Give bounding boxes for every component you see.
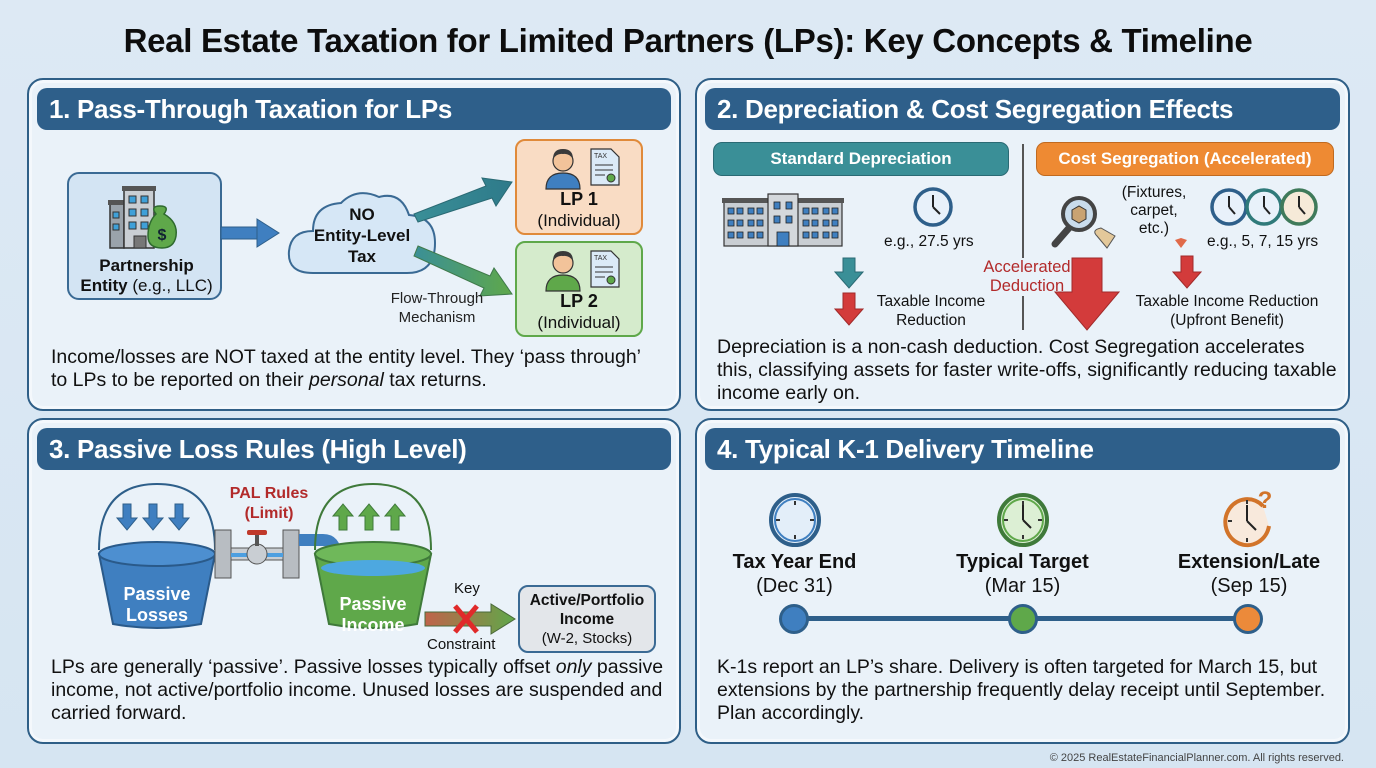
active-line2: Income [559,611,615,628]
clock-icon [997,493,1049,547]
entity-label-line1: Partnership [99,256,194,275]
arrow-down-teal-icon [833,257,865,289]
timeline-node-sep15 [1233,604,1263,634]
key-label: Key [454,580,480,597]
divider [1022,144,1024,330]
lp2-name: LP 2 [560,291,598,311]
standard-result-line1: Taxable Income [876,293,986,310]
doc-label: TAX [594,255,607,262]
costseg-result-line2: (Upfront Benefit) [1170,312,1284,329]
panel-header-passive-loss: 3. Passive Loss Rules (High Level) [37,428,671,470]
panel-passive-loss: 3. Passive Loss Rules (High Level) Passi… [27,418,681,744]
standard-result-line2: Reduction [896,312,966,329]
milestone-label: Typical Target [956,551,1089,573]
lp2-box: TAX LP 2 (Individual) [515,241,643,337]
cost-segregation-label: Cost Segregation (Accelerated) [1036,142,1334,176]
panel-depreciation: 2. Depreciation & Cost Segregation Effec… [695,78,1350,411]
clock-icon [913,187,953,227]
lp2-type: (Individual) [537,313,621,332]
passive-income-bucket-icon [313,482,433,629]
milestone-date: (Dec 31) [756,575,833,597]
active-line3: (W-2, Stocks) [541,630,633,647]
building-money-icon: $ [108,186,177,249]
lp1-name: LP 1 [560,189,598,209]
svg-text:$: $ [158,227,167,244]
active-line1: Active/Portfolio [529,592,645,609]
blocked-arrow-icon [424,603,516,635]
costseg-period: e.g., 5, 7, 15 yrs [1207,233,1319,250]
clock-question-icon: ? [1223,487,1273,548]
costseg-result-line1: Taxable Income Reduction [1135,293,1319,310]
entity-label-bold: Entity [80,276,128,295]
passive-loss-description: LPs are generally ‘passive’. Passive los… [51,656,666,725]
accelerated-label-line1: Accelerated [983,258,1071,276]
flow-arrow-up-icon [413,177,513,223]
costseg-items-line3: etc.) [1138,220,1170,237]
pass-through-description: Income/losses are NOT taxed at the entit… [51,346,661,392]
active-income-box: Active/Portfolio Income (W-2, Stocks) [518,585,656,653]
timeline-node-dec31 [779,604,809,634]
cloud-text-line3: Tax [347,247,377,266]
copyright-footer: © 2025 RealEstateFinancialPlanner.com. A… [1049,752,1344,764]
lp1-type: (Individual) [537,211,621,230]
panel-k1-timeline: 4. Typical K-1 Delivery Timeline Tax Yea… [695,418,1350,744]
panel-header-depreciation: 2. Depreciation & Cost Segregation Effec… [705,88,1340,130]
panel-pass-through: 1. Pass-Through Taxation for LPs $ Partn… [27,78,681,411]
bucket1-line1: Passive [123,584,191,604]
milestone-date: (Sep 15) [1210,575,1288,597]
page-title: Real Estate Taxation for Limited Partner… [123,22,1253,59]
person-icon [545,149,581,190]
milestone-label: Tax Year End [732,551,857,573]
desc-part1: Income/losses are NOT taxed at the entit… [51,346,641,391]
desc-part2: tax returns. [383,369,487,391]
arrow-right-icon [220,218,280,248]
constraint-label: Constraint [427,636,496,653]
timeline-node-mar15 [1008,604,1038,634]
desc-part1: LPs are generally ‘passive’. Passive los… [51,656,556,678]
valve-label-line1: PAL Rules [229,485,309,502]
person-icon [545,251,581,292]
bucket1-line2: Losses [125,605,189,625]
doc-label: TAX [594,153,607,160]
depreciation-description: Depreciation is a non-cash deduction. Co… [717,336,1337,404]
cloud-icon [287,192,437,274]
costseg-items-line2: carpet, [1130,202,1178,219]
tax-document-icon: TAX [590,250,620,288]
milestone-label: Extension/Late [1177,551,1321,573]
desc-italic: personal [309,369,384,391]
three-clocks-icon [1210,188,1318,226]
standard-period: e.g., 27.5 yrs [884,233,974,250]
bucket2-line1: Passive [339,594,407,614]
panel-header-pass-through: 1. Pass-Through Taxation for LPs [37,88,671,130]
accelerated-label-line2: Deduction [989,277,1065,295]
entity-label-rest: (e.g., LLC) [127,276,213,295]
k1-description: K-1s report an LP’s share. Delivery is o… [717,656,1326,724]
cloud-text-line1: NO [349,205,375,224]
desc-part2: passive income, not active/portfolio inc… [51,656,664,724]
milestone-date: (Mar 15) [984,575,1061,597]
flow-label-line1: Flow-Through [390,290,484,307]
magnifier-box-icon [1051,196,1116,249]
small-heart-icon [1175,238,1187,248]
tax-document-icon: TAX [590,148,620,186]
office-building-icon [722,193,844,247]
flow-arrow-down-icon [413,245,513,297]
desc-italic: only [555,656,592,678]
svg-text:?: ? [1258,487,1273,514]
lp1-box: TAX LP 1 (Individual) [515,139,643,235]
large-arrow-down-icon [1053,257,1121,331]
clock-icon [769,493,821,547]
costseg-items-line1: (Fixtures, [1121,184,1187,201]
cloud-text-line2: Entity-Level [313,226,411,245]
partnership-entity-box: $ Partnership Entity (e.g., LLC) [67,172,222,300]
valve-label-line2: (Limit) [244,505,294,522]
arrow-down-red-icon [1171,255,1203,289]
arrow-down-red-icon [833,292,865,326]
flow-label-line2: Mechanism [398,309,476,326]
bucket2-line2: Income [341,615,405,635]
standard-depreciation-label: Standard Depreciation [713,142,1009,176]
passive-losses-bucket-icon [97,482,217,629]
panel-header-k1-timeline: 4. Typical K-1 Delivery Timeline [705,428,1340,470]
